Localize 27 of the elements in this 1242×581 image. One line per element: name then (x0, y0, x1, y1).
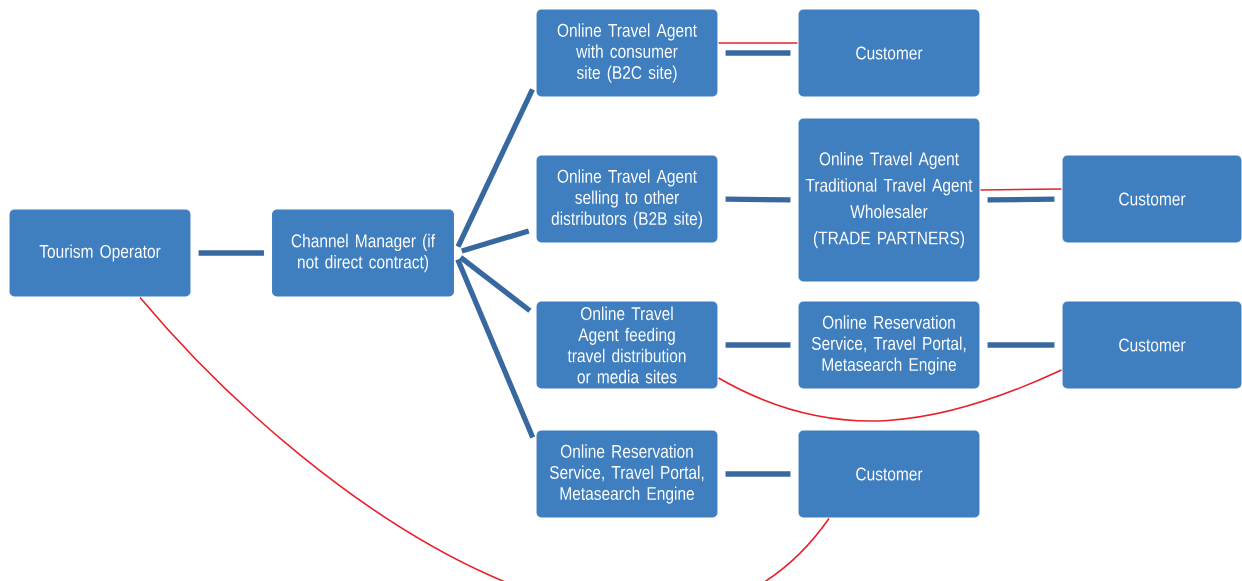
process-box: Online Travel Agent with consumer site (B2C site) (535, 8, 719, 98)
connector-line (725, 196, 791, 203)
process-box: Customer (797, 8, 981, 98)
connector-line (455, 258, 536, 439)
connector-line (455, 88, 535, 248)
process-box: Customer (1061, 300, 1242, 390)
process-box: Online Travel Agent Traditional Travel Agent Wholesaler (TRADE PARTNERS) (797, 117, 981, 283)
process-box: Customer (1061, 154, 1242, 244)
connector-line (987, 196, 1055, 203)
connector-line (987, 342, 1055, 348)
process-box: Online Reservation Service, Travel Portal, Metasearch Engine (535, 429, 719, 519)
process-box: Online Travel Agent feeding travel distribution or media sites (535, 300, 719, 390)
connector-line (979, 188, 1063, 191)
connector-line (725, 50, 791, 56)
process-box: Channel Manager (if not direct contract) (270, 208, 456, 298)
connector-line (717, 369, 1063, 422)
process-box: Online Travel Agent selling to other distributors (B2B site) (535, 154, 719, 244)
connector-line (459, 255, 532, 313)
connector-line (717, 42, 799, 44)
process-box: Online Reservation Service, Travel Portal, Metasearch Engine (797, 300, 981, 390)
connector-line (198, 250, 264, 256)
connector-line (461, 228, 530, 254)
connector-line (139, 296, 830, 581)
process-box: Customer (797, 429, 981, 519)
process-box: Tourism Operator (8, 208, 192, 298)
connector-line (725, 342, 791, 348)
connector-line (725, 471, 791, 477)
